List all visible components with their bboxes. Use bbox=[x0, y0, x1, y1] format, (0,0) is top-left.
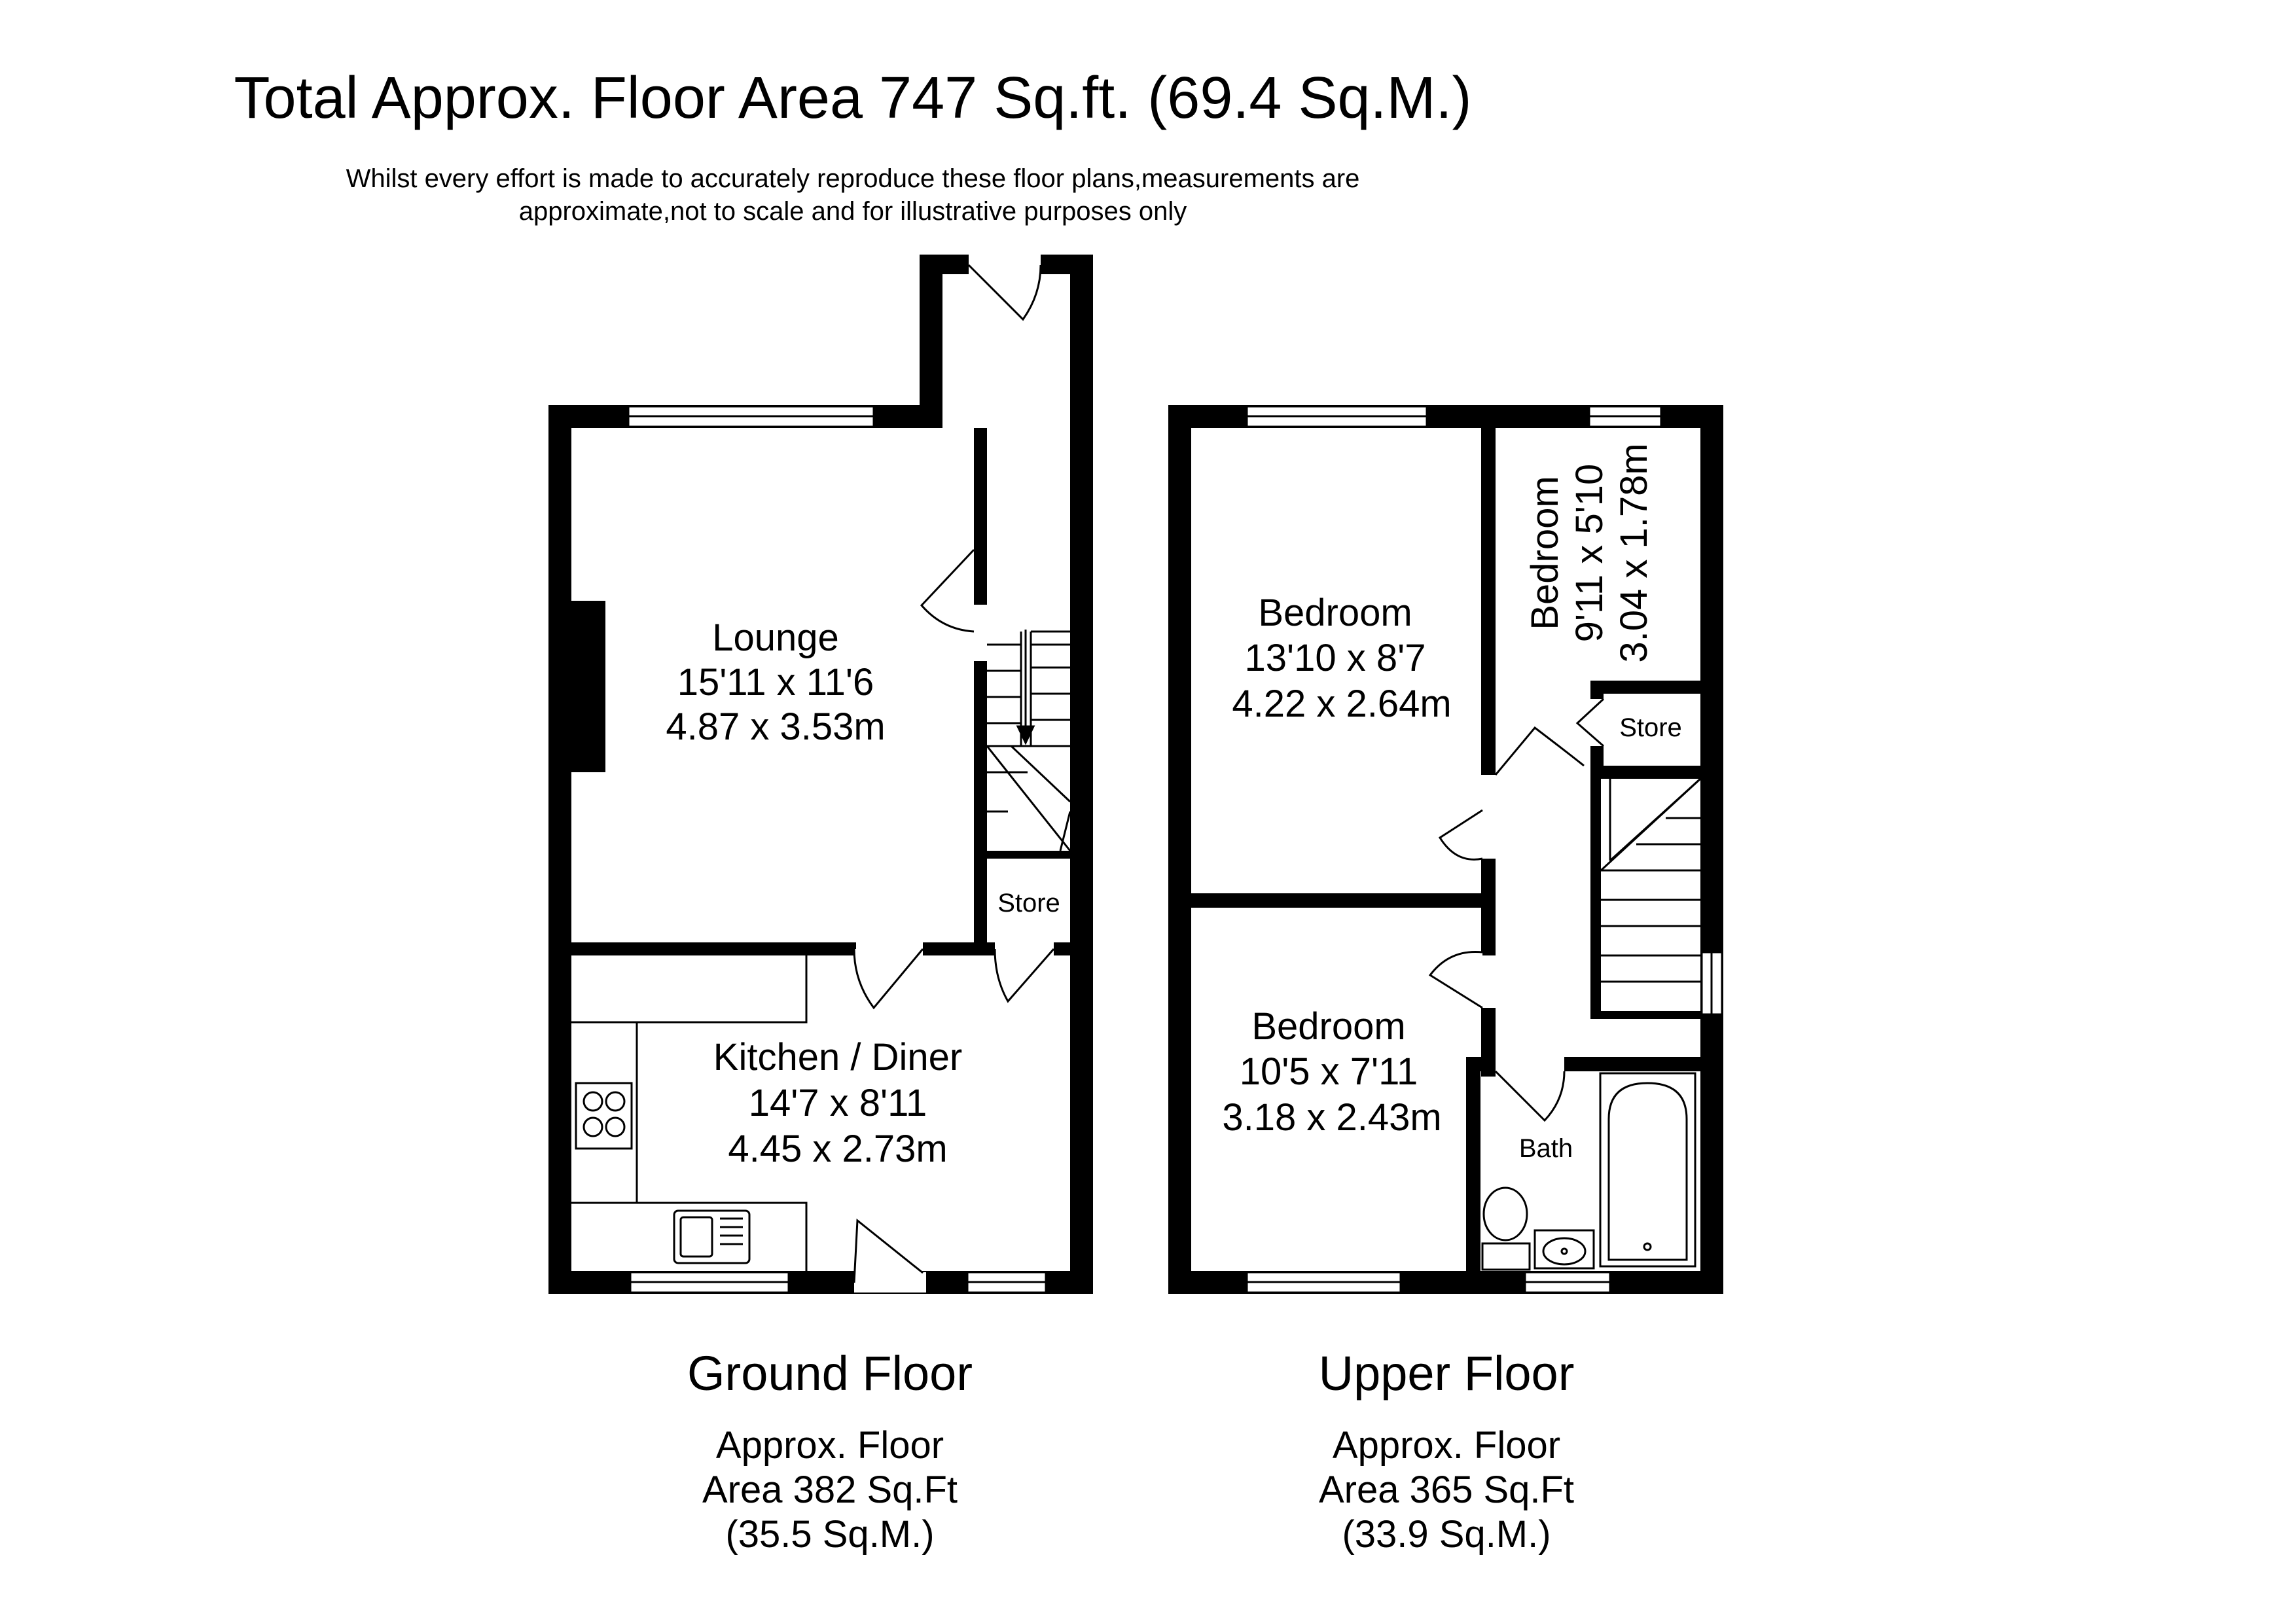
bathtub-icon bbox=[1599, 1072, 1696, 1268]
upper-floor-stairs bbox=[1600, 777, 1702, 983]
bath-name: Bath bbox=[1519, 1134, 1573, 1163]
disclaimer-line-1: Whilst every effort is made to accuratel… bbox=[346, 164, 1360, 193]
upper-floor-plan: Bedroom 13'10 x 8'7 4.22 x 2.64m Bedroom… bbox=[1168, 405, 1723, 1556]
kitchen-units bbox=[571, 955, 808, 1271]
kitchen-dimensions-metric: 4.45 x 2.73m bbox=[728, 1128, 947, 1170]
hob-icon bbox=[575, 1082, 633, 1150]
upper-floor-area-line-1: Approx. Floor bbox=[1333, 1424, 1560, 1467]
bedroom-3-dimensions-imperial: 9'11 x 5'10 bbox=[1568, 464, 1611, 643]
upper-floor-doors bbox=[1428, 698, 1605, 1122]
ground-store-name: Store bbox=[997, 889, 1060, 918]
upper-store-name: Store bbox=[1619, 713, 1682, 742]
sink-icon bbox=[673, 1209, 751, 1264]
ground-floor-area-line-2: Area 382 Sq.Ft bbox=[702, 1469, 958, 1511]
bedroom-3-name: Bedroom bbox=[1524, 476, 1566, 630]
page-title: Total Approx. Floor Area 747 Sq.ft. (69.… bbox=[234, 65, 1472, 131]
lounge-dimensions-metric: 4.87 x 3.53m bbox=[666, 705, 885, 748]
ground-floor-stairs bbox=[986, 630, 1071, 851]
ground-floor-doors bbox=[853, 257, 1055, 1293]
upper-floor-walls bbox=[1168, 405, 1723, 1294]
lounge-dimensions-imperial: 15'11 x 11'6 bbox=[677, 661, 874, 704]
lounge-name: Lounge bbox=[712, 616, 839, 659]
ground-floor-area-line-1: Approx. Floor bbox=[716, 1424, 944, 1467]
bedroom-2-name: Bedroom bbox=[1251, 1005, 1405, 1048]
upper-floor-area-line-3: (33.9 Sq.M.) bbox=[1342, 1513, 1551, 1556]
bedroom-2-dimensions-imperial: 10'5 x 7'11 bbox=[1240, 1050, 1418, 1093]
ground-floor-area-line-3: (35.5 Sq.M.) bbox=[725, 1513, 934, 1556]
ground-floor-windows bbox=[627, 405, 1047, 1294]
upper-floor-area-line-2: Area 365 Sq.Ft bbox=[1319, 1469, 1574, 1511]
upper-floor-title: Upper Floor bbox=[1319, 1346, 1575, 1400]
bedroom-3-dimensions-metric: 3.04 x 1.78m bbox=[1613, 443, 1655, 662]
kitchen-name: Kitchen / Diner bbox=[713, 1036, 962, 1079]
basin-icon bbox=[1534, 1229, 1595, 1270]
ground-floor-plan: Lounge 15'11 x 11'6 4.87 x 3.53m Store K… bbox=[548, 255, 1093, 1556]
toilet-icon bbox=[1481, 1186, 1531, 1271]
disclaimer-line-2: approximate,not to scale and for illustr… bbox=[519, 197, 1187, 226]
bedroom-1-dimensions-imperial: 13'10 x 8'7 bbox=[1245, 637, 1426, 679]
ground-floor-title: Ground Floor bbox=[687, 1346, 973, 1400]
bedroom-2-dimensions-metric: 3.18 x 2.43m bbox=[1222, 1096, 1441, 1139]
upper-floor-windows bbox=[1246, 405, 1723, 1294]
kitchen-dimensions-imperial: 14'7 x 8'11 bbox=[749, 1082, 927, 1124]
bathroom-fixtures bbox=[1481, 1072, 1696, 1271]
bedroom-1-name: Bedroom bbox=[1258, 592, 1412, 634]
bedroom-1-dimensions-metric: 4.22 x 2.64m bbox=[1232, 683, 1451, 725]
